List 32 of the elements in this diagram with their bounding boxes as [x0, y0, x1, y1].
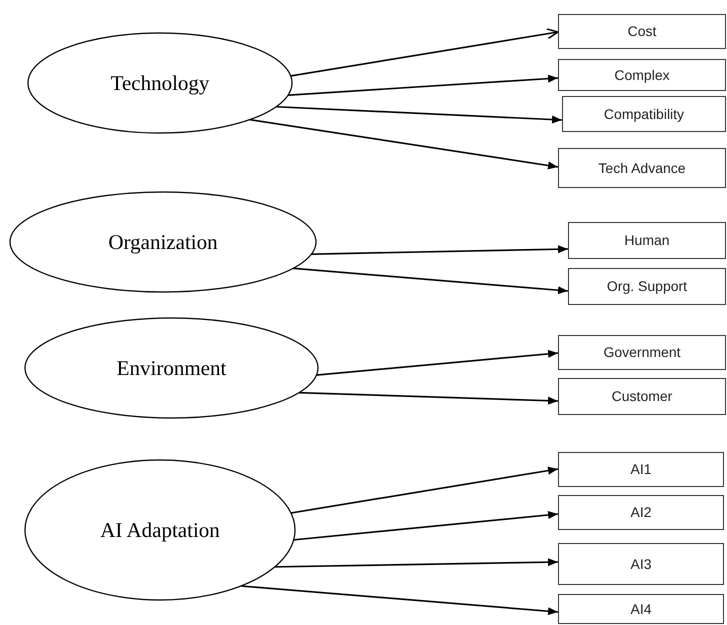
factor-box: Customer	[558, 378, 726, 415]
arrow	[250, 118, 558, 170]
arrow	[298, 392, 558, 405]
factor-box: AI4	[558, 594, 724, 624]
arrow	[290, 28, 559, 77]
node-label: AI Adaptation	[100, 517, 220, 543]
ellipse-node	[24, 317, 319, 419]
arrow	[292, 268, 568, 294]
ellipse-node	[27, 32, 293, 134]
arrow	[288, 74, 558, 96]
factor-box: Government	[558, 335, 726, 370]
factor-box: Compatibility	[562, 96, 726, 132]
factor-box: AI3	[558, 543, 724, 585]
arrow	[290, 466, 558, 514]
ellipse-node	[24, 459, 296, 601]
ellipse-node	[9, 191, 317, 293]
arrow	[294, 511, 558, 541]
factor-box: Human	[568, 222, 726, 259]
factor-box: Tech Advance	[558, 148, 726, 188]
factor-box: AI2	[558, 495, 724, 530]
factor-box: Complex	[558, 59, 726, 91]
arrow	[240, 585, 558, 616]
node-label: Environment	[116, 355, 226, 381]
node-label: Organization	[108, 229, 218, 255]
factor-box: Cost	[558, 14, 726, 49]
arrow	[311, 245, 568, 255]
arrow	[316, 350, 558, 376]
factor-box: AI1	[558, 452, 724, 487]
node-label: Technology	[110, 70, 210, 96]
factor-box: Org. Support	[568, 268, 726, 305]
arrow	[276, 106, 562, 124]
arrow	[274, 558, 558, 568]
